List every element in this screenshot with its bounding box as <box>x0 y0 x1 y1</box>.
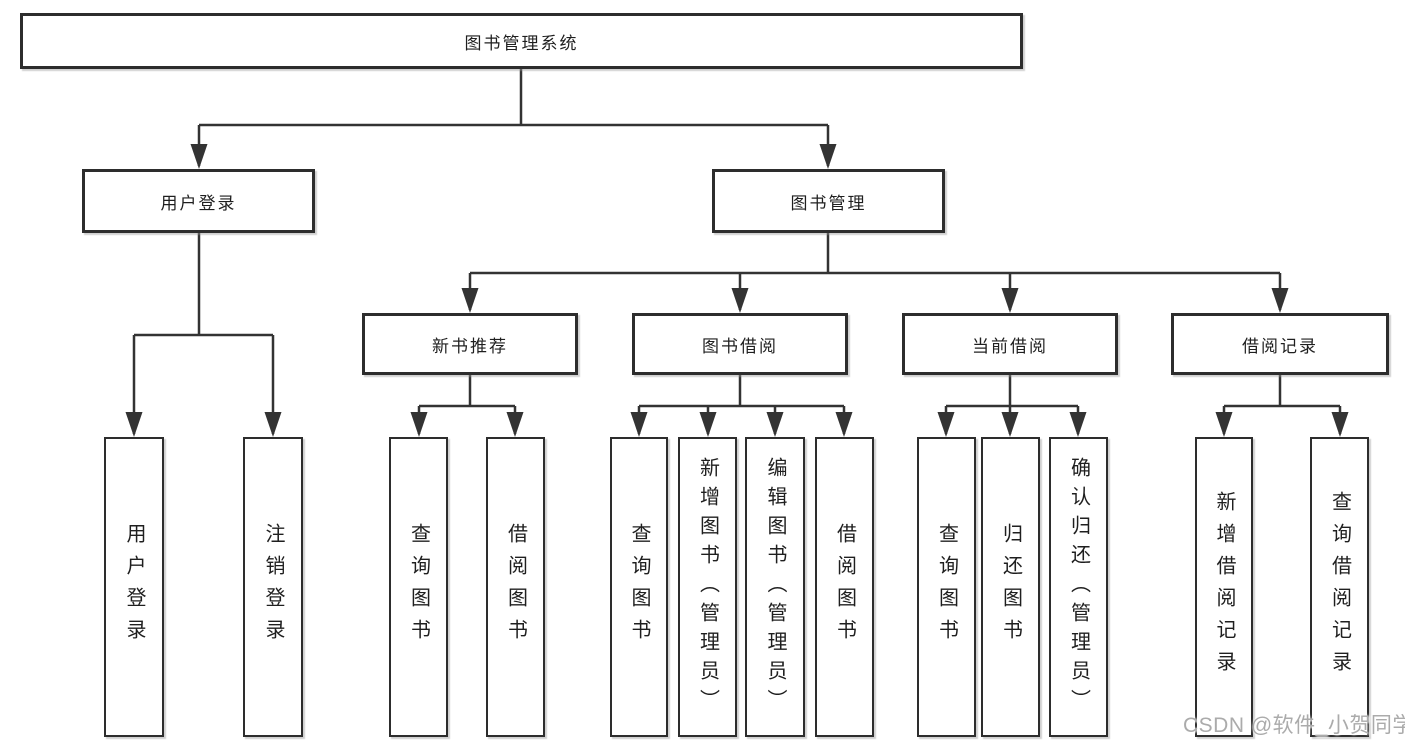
connector-paths <box>132 69 1342 434</box>
leaf-add-books-admin: 新增图书（管理员） <box>678 437 737 737</box>
node-borrow-records: 借阅记录 <box>1171 313 1389 375</box>
leaf-user-login: 用户登录 <box>104 437 164 737</box>
arrowheads <box>125 144 1349 437</box>
leaf-borrow-books-recommend: 借阅图书 <box>486 437 545 737</box>
leaf-confirm-return-admin: 确认归还（管理员） <box>1049 437 1108 737</box>
leaf-logout-login: 注销登录 <box>243 437 303 737</box>
leaf-add-borrow-record: 新增借阅记录 <box>1195 437 1253 737</box>
node-book-borrow: 图书借阅 <box>632 313 848 375</box>
leaf-query-books-borrow: 查询图书 <box>610 437 668 737</box>
node-user-login: 用户登录 <box>82 169 315 233</box>
leaf-borrow-books-borrow: 借阅图书 <box>815 437 874 737</box>
leaf-edit-books-admin: 编辑图书（管理员） <box>745 437 805 737</box>
leaf-query-books-recommend: 查询图书 <box>389 437 448 737</box>
leaf-return-books: 归还图书 <box>981 437 1040 737</box>
csdn-watermark: CSDN @软件_小贺同学 <box>1183 714 1405 737</box>
leaf-query-borrow-record: 查询借阅记录 <box>1310 437 1369 737</box>
leaf-query-books-current: 查询图书 <box>917 437 976 737</box>
node-root-library-management-system: 图书管理系统 <box>20 13 1023 69</box>
node-new-book-recommend: 新书推荐 <box>362 313 578 375</box>
node-current-borrow: 当前借阅 <box>902 313 1118 375</box>
node-book-management: 图书管理 <box>712 169 945 233</box>
